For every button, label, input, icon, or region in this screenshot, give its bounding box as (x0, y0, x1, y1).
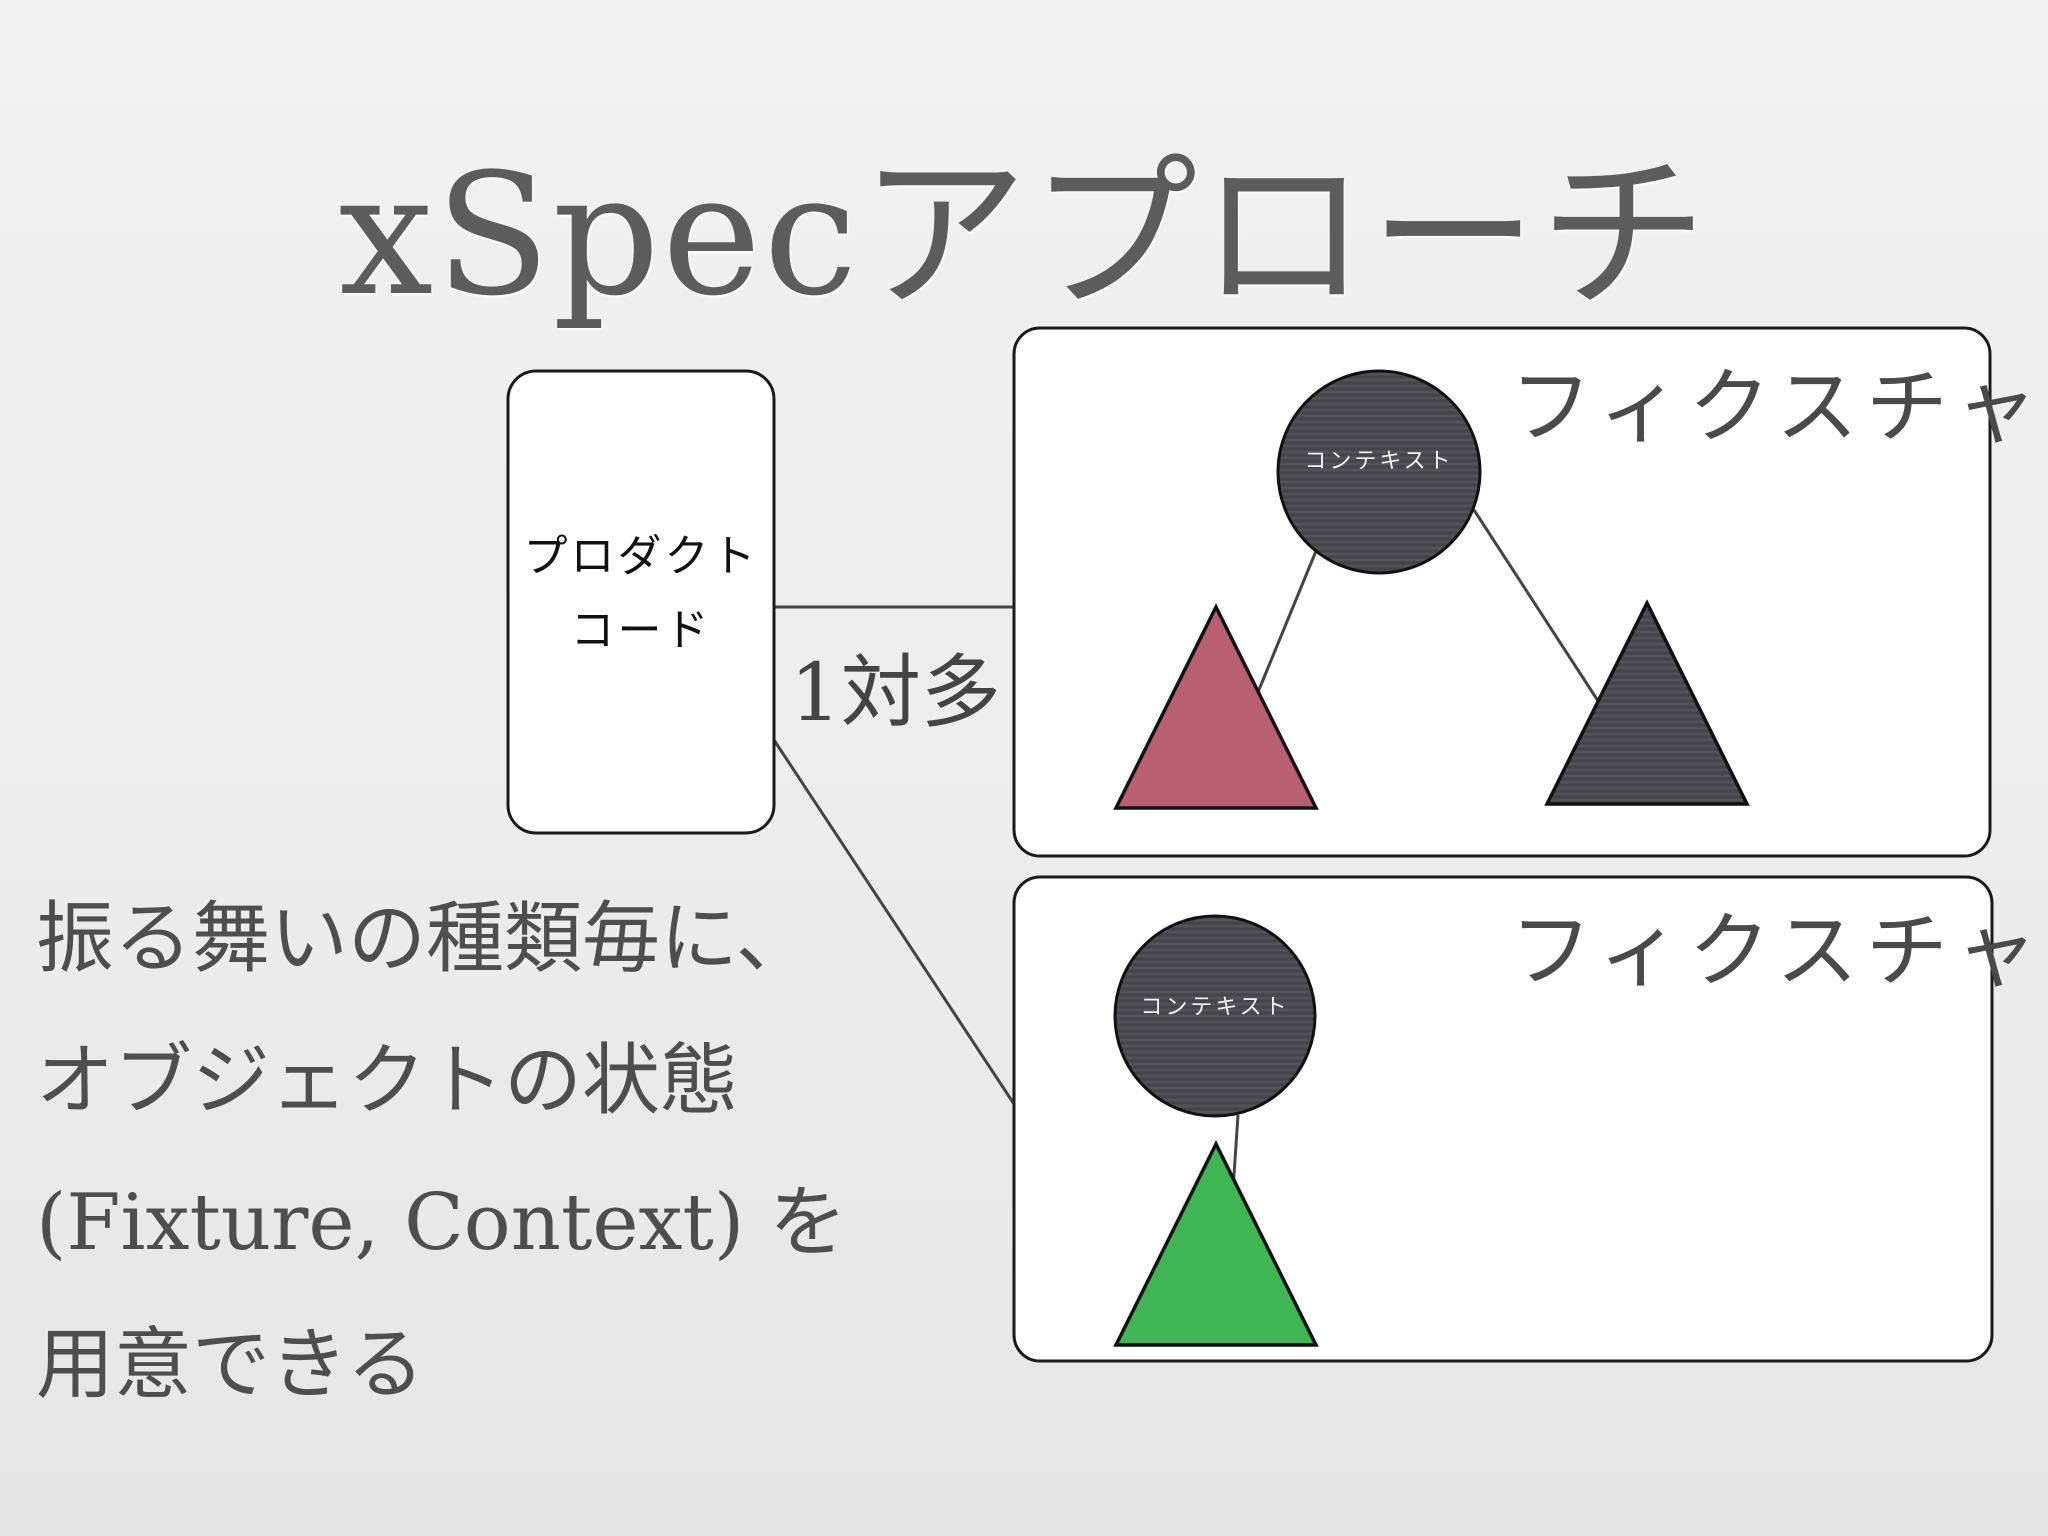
product-code-label: プロダクト コード (510, 520, 772, 668)
relation-label: 1対多 (790, 646, 1001, 739)
context-node-2 (1113, 914, 1317, 1118)
connector-product-to-fixture-2 (772, 739, 1018, 1108)
context-node-1 (1276, 369, 1482, 575)
context-label-2: コンテキスト (1140, 995, 1290, 1020)
fixture-title-2: フィクスチャ (1510, 904, 2046, 999)
description-line-2: オブジェクトの状態 (36, 1036, 739, 1126)
slide-title: xSpecアプローチ (338, 137, 1710, 333)
behavior-triangle-dark (1544, 599, 1750, 806)
product-code-label-line2: コード (570, 605, 712, 656)
context-label-1: コンテキスト (1304, 449, 1454, 474)
product-code-label-line1: プロダクト (523, 531, 759, 582)
edge-context-to-dark-behavior (1472, 509, 1602, 705)
description-line-4: 用意できる (36, 1320, 425, 1410)
behavior-triangle-red (1113, 603, 1319, 810)
description-line-1: 振る舞いの種類毎に、 (36, 894, 814, 984)
fixture-title-1: フィクスチャ (1510, 360, 2046, 455)
product-code-box (506, 369, 776, 835)
description-text: 振る舞いの種類毎に、 オブジェクトの状態 (Fixture, Context) … (36, 868, 856, 1436)
edge-context-to-red-behavior (1254, 550, 1318, 698)
behavior-triangle-green (1113, 1140, 1319, 1347)
description-line-3: (Fixture, Context) を (36, 1178, 848, 1268)
